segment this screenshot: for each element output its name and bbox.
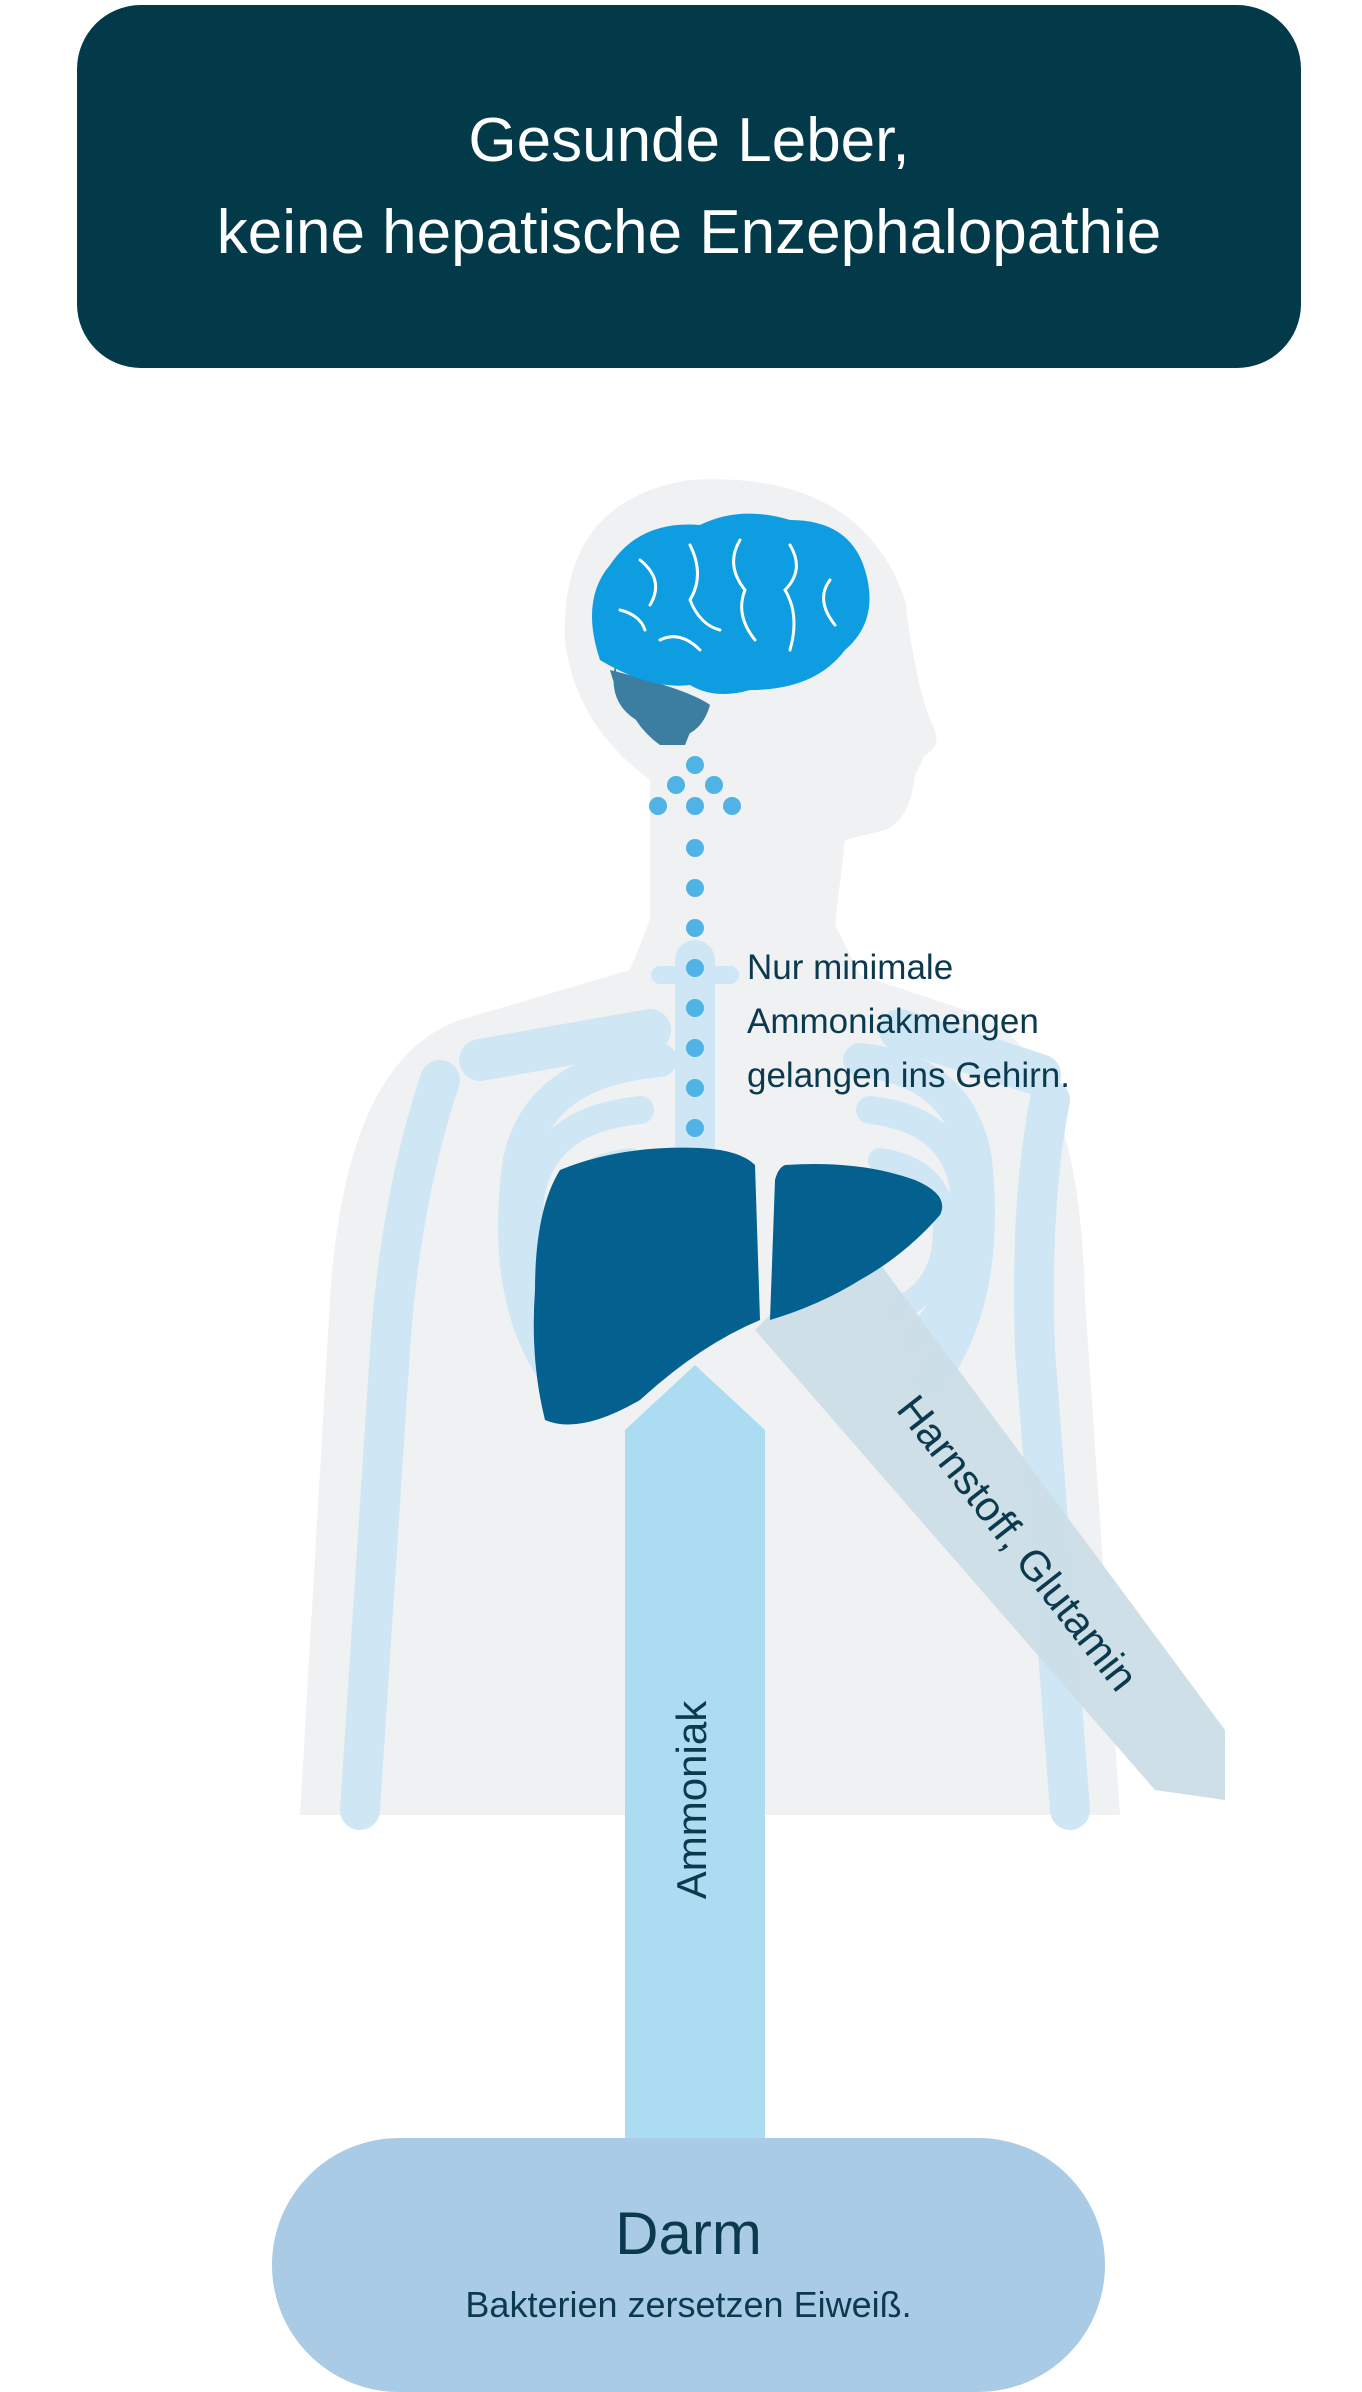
caption-line2: Ammoniakmengen — [747, 1002, 1039, 1041]
gut-subtitle: Bakterien zersetzen Eiweiß. — [465, 2284, 912, 2325]
liver-icon — [533, 1147, 943, 1425]
skeleton-icon — [340, 940, 1090, 1830]
ammonia-caption: Nur minimale Ammoniakmengen gelangen ins… — [747, 941, 1167, 1103]
header-title-line2: keine hepatische Enzephalopathie — [216, 197, 1162, 267]
caption-line3: gelangen ins Gehirn. — [747, 1056, 1070, 1095]
header-title-line1: Gesunde Leber, — [468, 105, 910, 175]
gut-title: Darm — [615, 2200, 762, 2267]
ammonia-label: Ammoniak — [668, 1700, 715, 1899]
ammonia-dots — [649, 756, 741, 1137]
brain-icon — [592, 513, 870, 745]
ammonia-arrow — [625, 1365, 765, 2140]
gut-box: Darm Bakterien zersetzen Eiweiß. — [272, 2138, 1105, 2392]
header-banner: Gesunde Leber, keine hepatische Enzephal… — [77, 5, 1301, 368]
excretion-arrow — [755, 1230, 1225, 1800]
caption-line1: Nur minimale — [747, 948, 954, 987]
